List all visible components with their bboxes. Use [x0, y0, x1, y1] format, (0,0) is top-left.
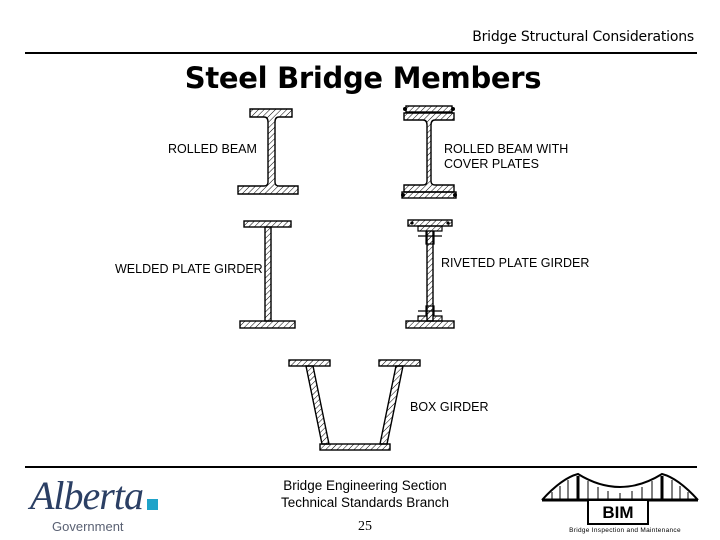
riveted-plate-girder-section	[405, 219, 455, 329]
slide-title: Steel Bridge Members	[184, 61, 542, 95]
top-divider	[25, 52, 697, 54]
rolled-beam-cover-plates-label-line2: COVER PLATES	[444, 157, 539, 171]
box-girder-label: BOX GIRDER	[410, 400, 489, 414]
bim-bridge-logo-icon	[541, 472, 699, 525]
page-number: 25	[358, 519, 372, 534]
rolled-beam-cover-plates-section	[401, 105, 457, 199]
footer-branch-name: Technical Standards Branch	[280, 495, 450, 510]
footer-section-name: Bridge Engineering Section	[283, 478, 447, 493]
alberta-logo-square-icon	[147, 499, 158, 510]
header-title: Bridge Structural Considerations	[472, 29, 694, 45]
bim-logo-subtitle: Bridge Inspection and Maintenance	[569, 527, 681, 534]
box-girder-section	[288, 359, 421, 451]
bim-logo-text: BIM	[602, 503, 634, 522]
rolled-beam-label: ROLLED BEAM	[168, 142, 257, 156]
riveted-plate-girder-label: RIVETED PLATE GIRDER	[441, 256, 590, 270]
welded-plate-girder-label: WELDED PLATE GIRDER	[115, 262, 263, 276]
bottom-divider	[25, 466, 697, 468]
rolled-beam-cover-plates-label-line1: ROLLED BEAM WITH	[444, 142, 569, 156]
alberta-logo-subtitle: Government	[52, 519, 124, 534]
rolled-beam-section	[237, 108, 299, 195]
alberta-logo-wordmark: Alberta	[30, 473, 144, 518]
welded-plate-girder-section	[239, 220, 296, 329]
